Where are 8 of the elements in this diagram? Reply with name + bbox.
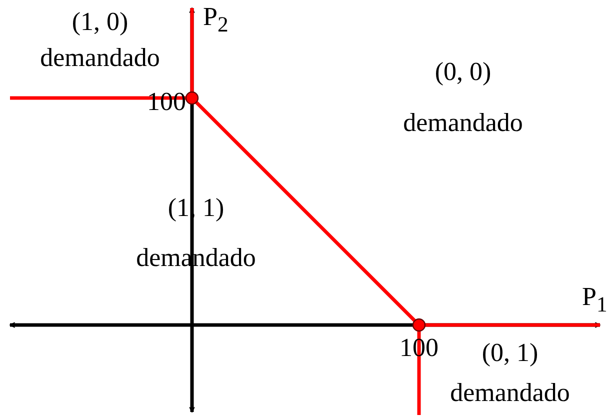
region-label: demandado — [450, 380, 570, 406]
region-label: (0, 0) — [434, 59, 492, 85]
axis-label: P$_{1}$ — [582, 284, 608, 316]
region-label: (0, 1) — [482, 340, 538, 366]
region-label: demandado — [40, 45, 160, 71]
axis-label: P$_{2}$ — [203, 4, 228, 36]
region-label: (1, 0) — [72, 9, 128, 35]
region-label: demandado — [403, 110, 523, 136]
